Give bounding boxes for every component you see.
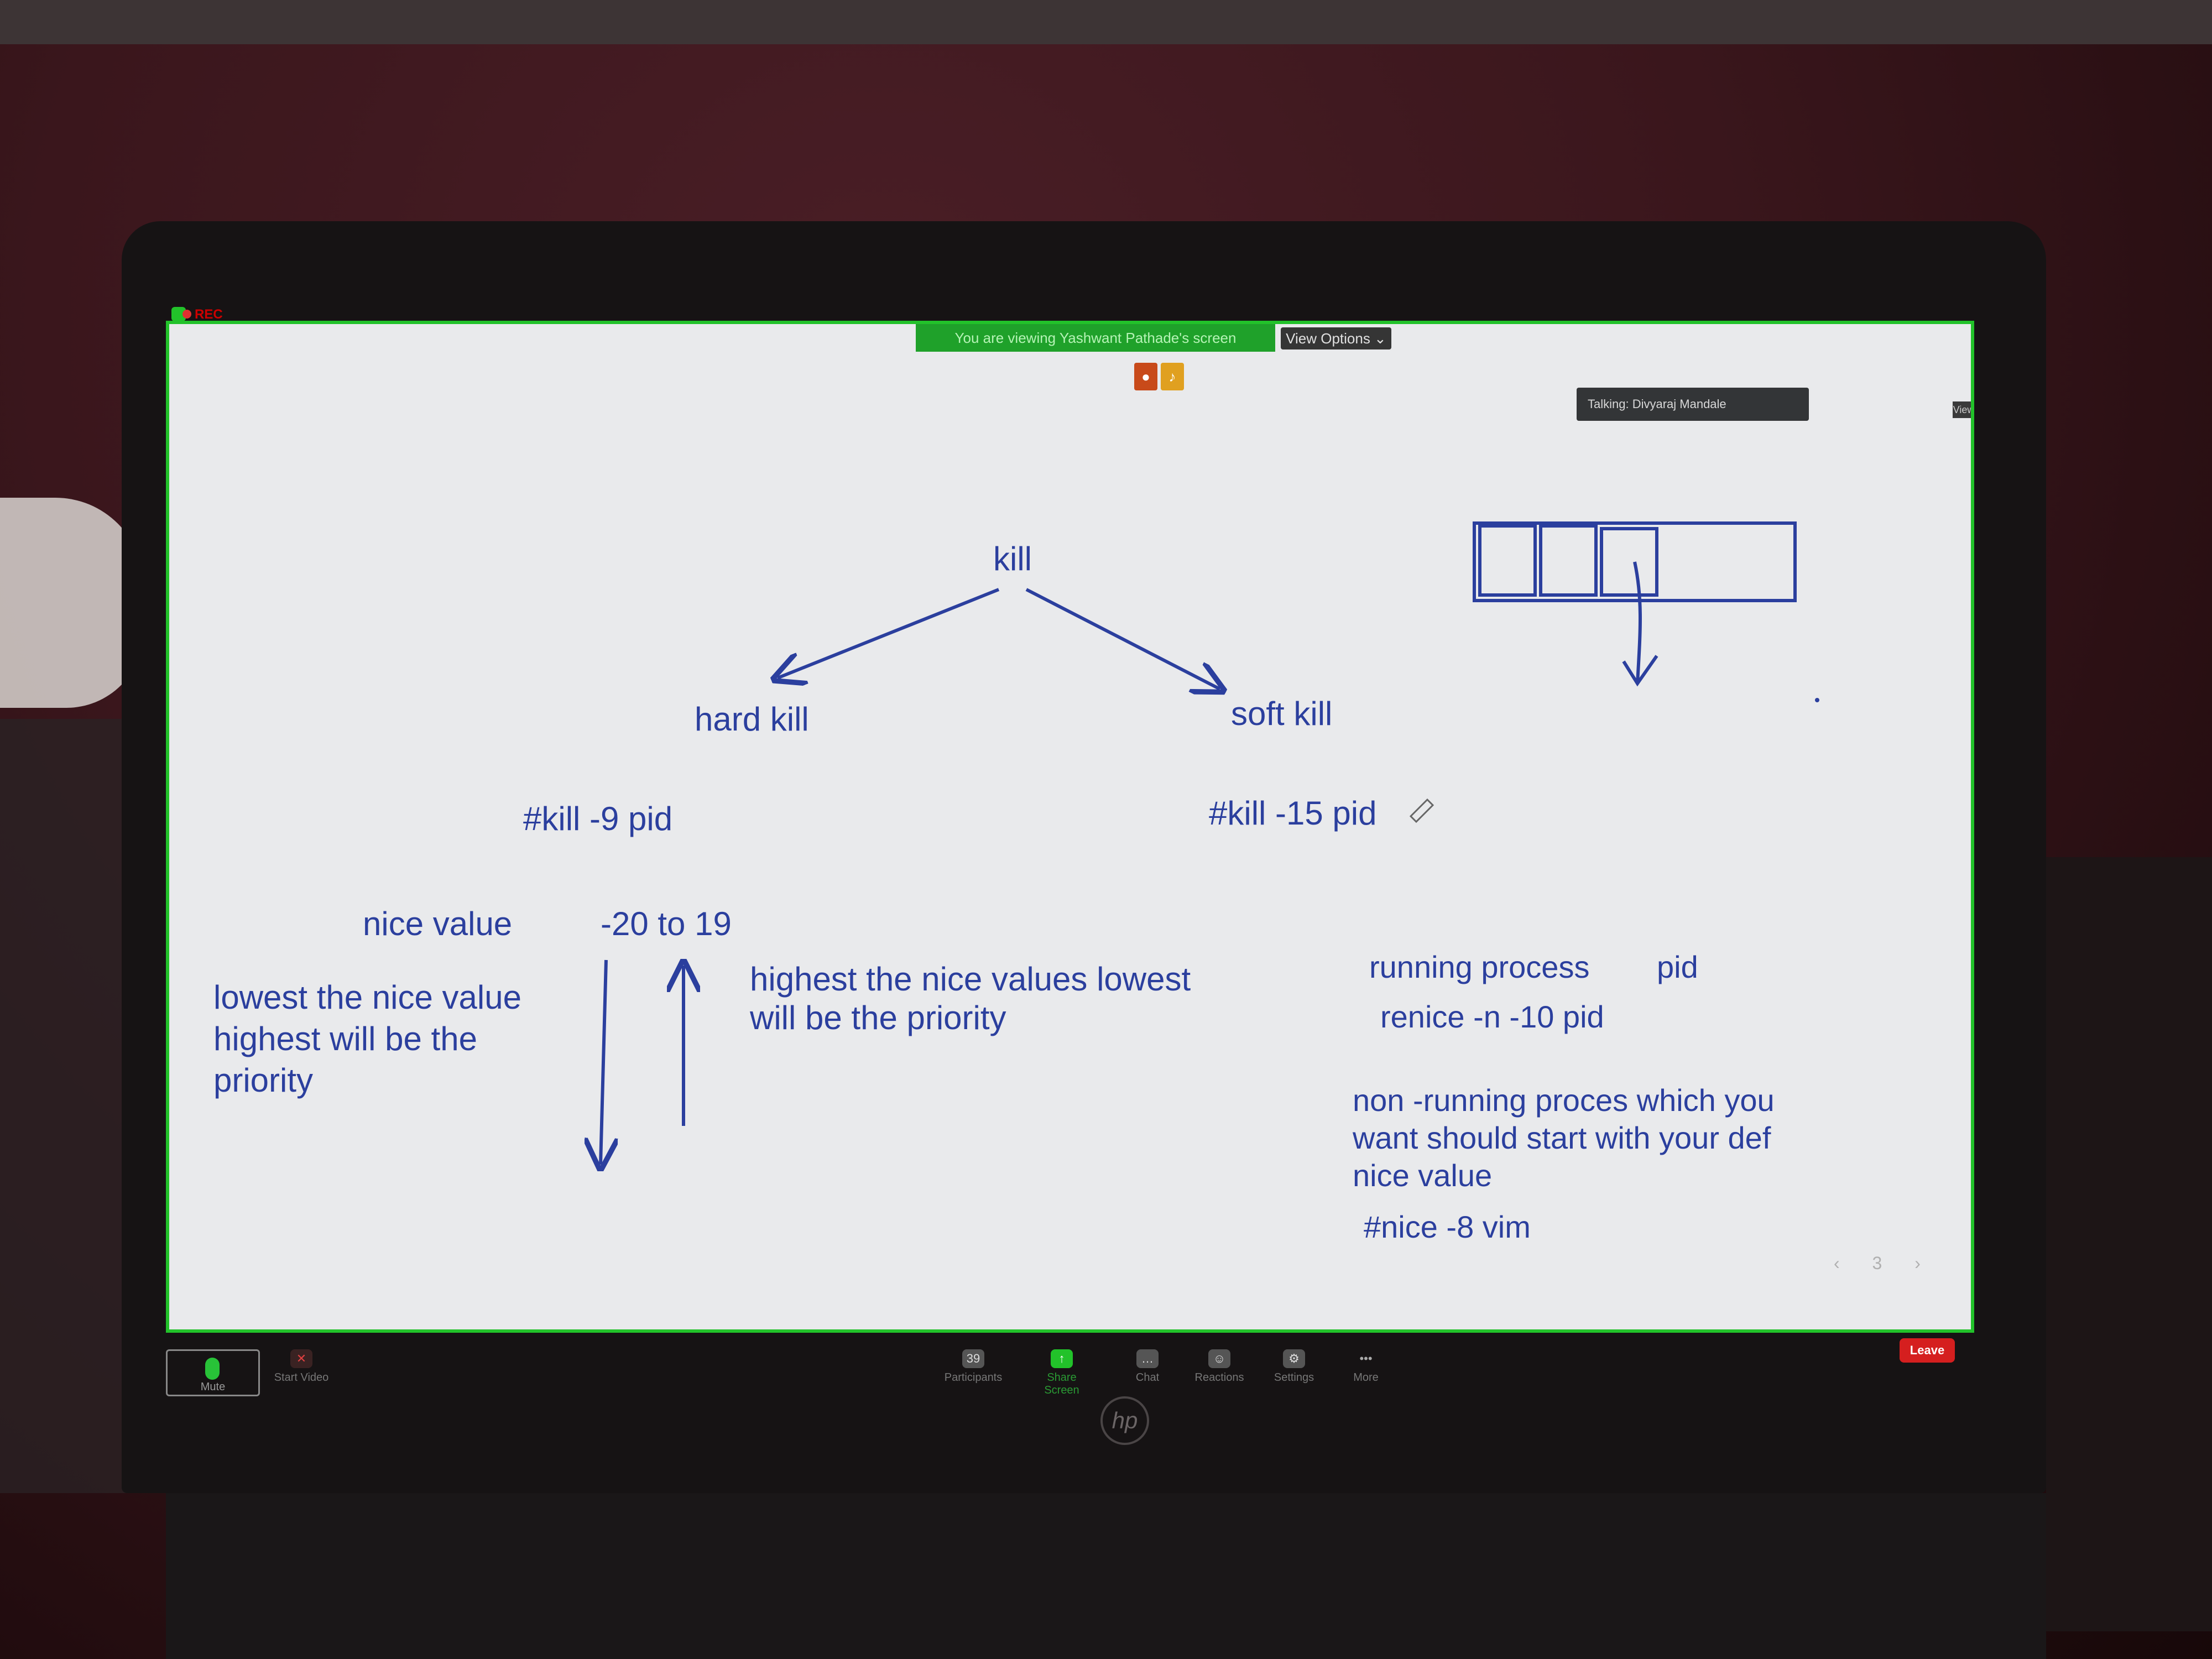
hard-kill-label: hard kill — [695, 701, 809, 738]
microphone-icon[interactable]: ♪ — [1161, 363, 1184, 390]
pen-cursor-icon — [1409, 798, 1434, 823]
reactions-icon: ☺ — [1208, 1349, 1230, 1368]
kill-label: kill — [993, 540, 1032, 577]
page-number: 3 — [1872, 1253, 1882, 1273]
nice-range: -20 to 19 — [601, 905, 732, 942]
gear-icon: ⚙ — [1283, 1349, 1305, 1368]
desk-left — [0, 719, 133, 1493]
arrow-down — [601, 959, 606, 1165]
browser-icon[interactable]: ● — [1134, 363, 1157, 390]
chat-icon: … — [1136, 1349, 1159, 1368]
annotation-icons: ● ♪ — [1134, 363, 1184, 390]
chat-button[interactable]: … Chat — [1117, 1349, 1178, 1384]
arrow-to-hard-kill — [778, 588, 1000, 678]
soft-kill-label: soft kill — [1231, 695, 1333, 732]
view-button[interactable]: View — [1953, 401, 1971, 418]
share-screen-button[interactable]: ↑ Share Screen — [1031, 1349, 1092, 1397]
next-page-button[interactable]: › — [1914, 1253, 1921, 1273]
mute-button[interactable]: Mute — [166, 1349, 260, 1396]
prev-page-button[interactable]: ‹ — [1834, 1253, 1840, 1273]
nice-value-label: nice value — [363, 905, 513, 942]
participants-count: 39 — [966, 1352, 980, 1365]
whiteboard-drawing — [169, 521, 1819, 1333]
cloth — [0, 498, 144, 708]
running-pid-label: pid — [1657, 950, 1698, 984]
recording-indicator: REC — [182, 307, 223, 322]
share-screen-label: Share Screen — [1044, 1371, 1079, 1396]
highest-nice-note: highest the nice values lowest will be t… — [750, 961, 1191, 1036]
participants-icon: 39 — [962, 1349, 984, 1368]
hp-logo: hp — [1100, 1396, 1149, 1445]
arrow-to-soft-kill — [1025, 588, 1220, 689]
sharing-banner: You are viewing Yashwant Pathade's scree… — [916, 324, 1275, 352]
renice-command: renice -n -10 pid — [1380, 999, 1604, 1034]
more-dots-icon: ••• — [1359, 1352, 1373, 1365]
video-off-icon: ✕ — [290, 1349, 312, 1368]
keyboard-deck — [166, 1493, 2046, 1659]
reactions-button[interactable]: ☺ Reactions — [1189, 1349, 1250, 1384]
settings-button[interactable]: ⚙ Settings — [1264, 1349, 1324, 1384]
microphone-icon — [205, 1358, 220, 1380]
rec-label: REC — [195, 307, 223, 322]
more-button[interactable]: ••• More — [1335, 1349, 1396, 1384]
more-label: More — [1353, 1371, 1379, 1384]
reactions-label: Reactions — [1194, 1371, 1244, 1384]
meeting-toolbar: Mute ✕ Start Video 39 Participants ↑ Sha… — [166, 1338, 1974, 1416]
desk-right — [2046, 857, 2212, 1631]
mute-label: Mute — [200, 1381, 226, 1393]
talking-indicator: Talking: Divyaraj Mandale — [1577, 388, 1809, 421]
view-options-button[interactable]: View Options ⌄ — [1281, 327, 1391, 349]
non-running-note: non -running proces which you want shoul… — [1353, 1083, 1775, 1193]
settings-label: Settings — [1274, 1371, 1314, 1384]
queue-cell-1 — [1478, 524, 1537, 597]
record-dot-icon — [182, 310, 191, 319]
hard-kill-command: #kill -9 pid — [523, 800, 673, 837]
start-video-button[interactable]: ✕ Start Video — [271, 1349, 332, 1384]
participants-button[interactable]: 39 Participants — [943, 1349, 1004, 1384]
participants-label: Participants — [944, 1371, 1003, 1384]
queue-arrow — [1622, 561, 1658, 687]
lowest-nice-note: lowest the nice value highest will be th… — [213, 979, 521, 1099]
nice-command: #nice -8 vim — [1364, 1209, 1531, 1244]
share-screen-icon: ↑ — [1051, 1349, 1073, 1368]
soft-kill-command: #kill -15 pid — [1209, 795, 1377, 832]
page-navigator: ‹ 3 › — [1834, 1253, 1948, 1274]
queue-cell-2 — [1539, 524, 1598, 597]
shared-screen: You are viewing Yashwant Pathade's scree… — [166, 321, 1974, 1333]
running-process-label: running process — [1369, 950, 1590, 984]
leave-button[interactable]: Leave — [1900, 1338, 1955, 1363]
queue-box — [1473, 521, 1797, 602]
room-top-strip — [0, 0, 2212, 44]
chat-label: Chat — [1135, 1371, 1160, 1384]
queue-cell-3 — [1600, 527, 1658, 597]
start-video-label: Start Video — [274, 1371, 329, 1384]
